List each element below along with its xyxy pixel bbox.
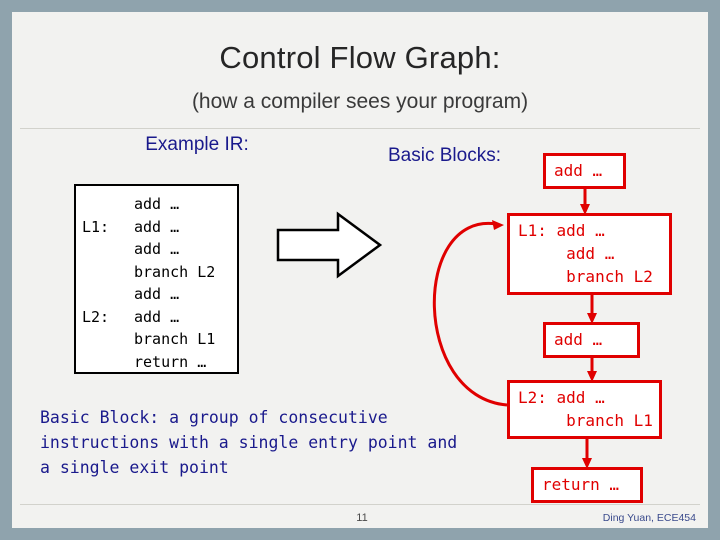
ir-line-label: L2: <box>82 307 110 326</box>
slide-credit: Ding Yuan, ECE454 <box>602 512 696 524</box>
basic-block-3: add … <box>543 322 640 358</box>
ir-listing-line: branch L2 <box>82 261 215 284</box>
label-example-ir: Example IR: <box>145 134 249 155</box>
ir-listing-line: add … <box>82 193 215 216</box>
basic-block-4: L2: add … branch L1 <box>507 380 662 439</box>
ir-line-text: return … <box>134 352 207 371</box>
ir-listing-line: add … <box>82 238 215 261</box>
basic-block-5: return … <box>531 467 643 503</box>
ir-line-text: add … <box>134 217 180 236</box>
ir-listing-line: branch L1 <box>82 328 215 351</box>
ir-line-text: branch L2 <box>134 262 216 281</box>
page-title: Control Flow Graph: <box>219 40 501 75</box>
ir-listing-code: add … L1: add … add … branch L2 add … L2: add …… <box>82 193 215 373</box>
ir-listing-line: L2: add … <box>82 306 215 329</box>
right-block-arrow-icon <box>274 210 384 280</box>
header-divider <box>20 128 700 129</box>
ir-line-text: branch L1 <box>134 330 216 348</box>
slide-canvas: Control Flow Graph: (how a compiler sees… <box>12 12 708 528</box>
ir-listing-line: return … <box>82 351 215 374</box>
ir-listing-line: L1: add … <box>82 216 215 239</box>
page-number: 11 <box>356 512 368 524</box>
ir-listing-box: add … L1: add … add … branch L2 add … L2: add …… <box>74 184 239 374</box>
ir-line-text: add … <box>134 307 180 326</box>
ir-line-text: add … <box>134 240 180 258</box>
footer-divider <box>20 504 700 505</box>
basic-block-2: L1: add … add … branch L2 <box>507 213 672 295</box>
basic-block-1: add … <box>543 153 626 189</box>
ir-line-label: L1: <box>82 217 110 236</box>
ir-line-text: add … <box>134 285 180 303</box>
label-basic-blocks: Basic Blocks: <box>388 145 501 166</box>
page-subtitle: (how a compiler sees your program) <box>191 90 529 113</box>
basic-block-definition-note: Basic Block: a group of consecutive inst… <box>40 408 458 477</box>
ir-line-text: add … <box>134 195 180 213</box>
title-area: Control Flow Graph: (how a compiler sees… <box>12 12 708 124</box>
ir-listing-line: add … <box>82 283 215 306</box>
